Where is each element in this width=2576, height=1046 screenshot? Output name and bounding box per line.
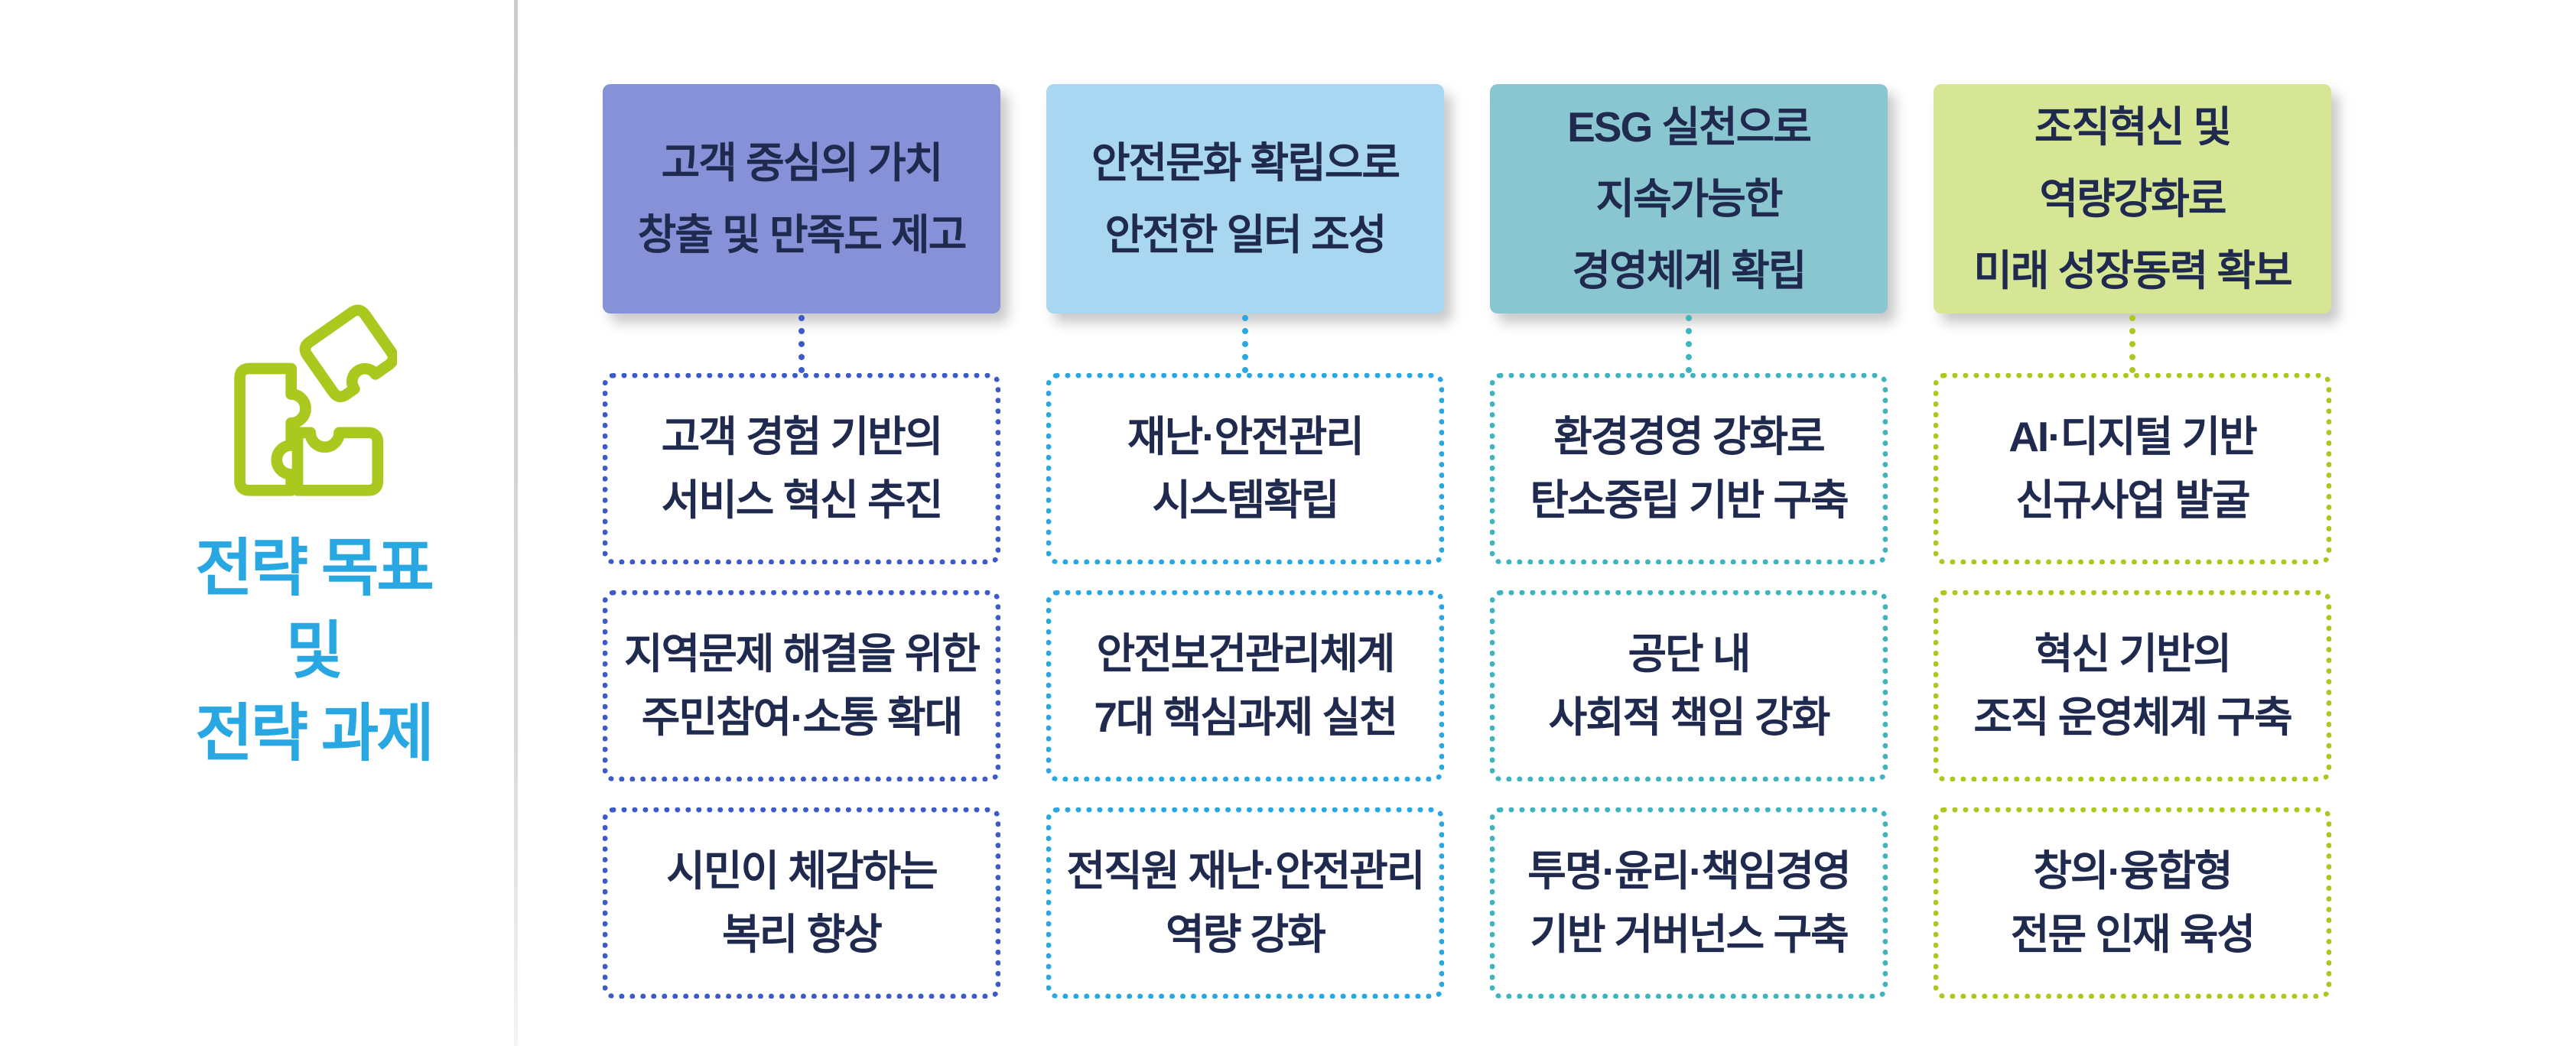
task-line: 서비스 혁신 추진 xyxy=(661,476,944,524)
task-box: 공단 내 사회적 책임 강화 xyxy=(1490,590,1888,781)
task-line: 시스템확립 xyxy=(1152,476,1339,524)
connector-dotted-line xyxy=(1242,315,1248,373)
left-title-line: 및 xyxy=(285,616,343,687)
task-line: 시민이 체감하는 xyxy=(666,847,938,895)
task-line: 안전보건관리체계 xyxy=(1096,630,1396,677)
puzzle-icon-strokes xyxy=(234,304,397,496)
task-line: 재난·안전관리 xyxy=(1127,413,1364,460)
goal-header: 고객 중심의 가치 창출 및 만족도 제고 xyxy=(603,84,1000,313)
goal-header-line: 고객 중심의 가치 xyxy=(661,139,944,187)
task-box: 혁신 기반의 조직 운영체계 구축 xyxy=(1934,590,2331,781)
connector-dotted-line xyxy=(2129,315,2135,373)
vertical-divider xyxy=(514,0,518,1046)
goal-header-line: 지속가능한 xyxy=(1595,175,1783,223)
task-box: 전직원 재난·안전관리 역량 강화 xyxy=(1046,807,1444,999)
task-line: AI·디지털 기반 xyxy=(2008,413,2258,460)
task-line: 사회적 책임 강화 xyxy=(1548,694,1831,741)
task-box: 투명·윤리·책임경영 기반 거버넌스 구축 xyxy=(1490,807,1888,999)
task-line: 공단 내 xyxy=(1628,630,1751,677)
left-title-line: 전략 과제 xyxy=(195,699,434,769)
goal-header: 안전문화 확립으로 안전한 일터 조성 xyxy=(1046,84,1444,313)
task-box: 환경경영 강화로 탄소중립 기반 구축 xyxy=(1490,373,1888,564)
task-box: 고객 경험 기반의 서비스 혁신 추진 xyxy=(603,373,1000,564)
task-box: AI·디지털 기반 신규사업 발굴 xyxy=(1934,373,2331,564)
goal-header-line: 안전문화 확립으로 xyxy=(1091,139,1400,187)
task-line: 전문 인재 육성 xyxy=(2010,911,2256,958)
task-line: 혁신 기반의 xyxy=(2034,630,2232,677)
connector-dotted-line xyxy=(1686,315,1692,373)
left-title: 전략 목표 및 전략 과제 xyxy=(99,528,528,776)
task-line: 창의·융합형 xyxy=(2033,847,2233,895)
left-title-line: 전략 목표 xyxy=(195,534,434,603)
task-box: 시민이 체감하는 복리 향상 xyxy=(603,807,1000,999)
task-line: 7대 핵심과제 실천 xyxy=(1094,694,1397,741)
goal-header-line: 역량강화로 xyxy=(2039,175,2226,223)
task-box: 지역문제 해결을 위한 주민참여·소통 확대 xyxy=(603,590,1000,781)
task-line: 복리 향상 xyxy=(722,911,883,958)
goal-header-line: 조직혁신 및 xyxy=(2034,103,2232,151)
task-line: 주민참여·소통 확대 xyxy=(641,694,963,741)
task-line: 탄소중립 기반 구축 xyxy=(1530,476,1849,524)
goal-header-line: 미래 성장동력 확보 xyxy=(1973,247,2292,294)
goal-header-line: 창출 및 만족도 제고 xyxy=(637,211,968,258)
task-line: 환경경영 강화로 xyxy=(1553,413,1825,460)
task-line: 신규사업 발굴 xyxy=(2015,476,2251,524)
task-box: 안전보건관리체계 7대 핵심과제 실천 xyxy=(1046,590,1444,781)
left-panel: 전략 목표 및 전략 과제 xyxy=(99,304,528,776)
goal-header-line: 경영체계 확립 xyxy=(1572,247,1807,294)
connector-dotted-line xyxy=(798,315,805,373)
task-line: 고객 경험 기반의 xyxy=(661,413,944,460)
task-line: 지역문제 해결을 위한 xyxy=(624,630,981,677)
task-line: 전직원 재난·안전관리 xyxy=(1066,847,1426,895)
goal-header-line: 안전한 일터 조성 xyxy=(1104,211,1387,258)
goal-header: 조직혁신 및 역량강화로 미래 성장동력 확보 xyxy=(1934,84,2331,313)
task-box: 재난·안전관리 시스템확립 xyxy=(1046,373,1444,564)
task-box: 창의·융합형 전문 인재 육성 xyxy=(1934,807,2331,999)
puzzle-icon xyxy=(234,304,397,496)
goal-header-line: ESG 실천으로 xyxy=(1567,103,1812,151)
task-line: 기반 거버넌스 구축 xyxy=(1530,911,1849,958)
task-line: 투명·윤리·책임경영 xyxy=(1527,847,1851,895)
task-line: 조직 운영체계 구축 xyxy=(1973,694,2292,741)
goal-header: ESG 실천으로 지속가능한 경영체계 확립 xyxy=(1490,84,1888,313)
task-line: 역량 강화 xyxy=(1166,911,1326,958)
